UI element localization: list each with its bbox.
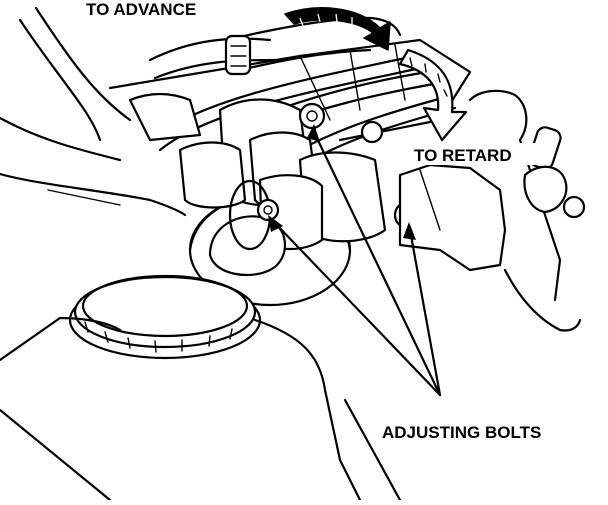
distributor-bracket bbox=[398, 89, 586, 332]
adjusting-bolts-leaders bbox=[268, 124, 442, 397]
adjusting-bolt-icon bbox=[298, 102, 326, 130]
fender-tray bbox=[0, 316, 402, 502]
leader-arrowhead bbox=[268, 215, 283, 232]
retard-arrow-icon bbox=[398, 48, 468, 142]
advance-arrow-icon bbox=[284, 7, 391, 51]
adjusting-bolts-label: ADJUSTING BOLTS bbox=[382, 423, 541, 442]
hose-clamp bbox=[224, 34, 252, 76]
leader-arrowhead bbox=[403, 222, 416, 240]
to-retard-label: TO RETARD bbox=[414, 146, 512, 165]
reservoir-cap bbox=[68, 274, 262, 360]
leader-arrowhead bbox=[307, 124, 320, 142]
to-advance-label: TO ADVANCE bbox=[86, 0, 196, 19]
engine-bay-background bbox=[0, 6, 472, 217]
to-retard-label-bg bbox=[410, 143, 546, 165]
adjusting-bolt-icon bbox=[256, 198, 280, 222]
hex-bolt bbox=[360, 120, 384, 144]
